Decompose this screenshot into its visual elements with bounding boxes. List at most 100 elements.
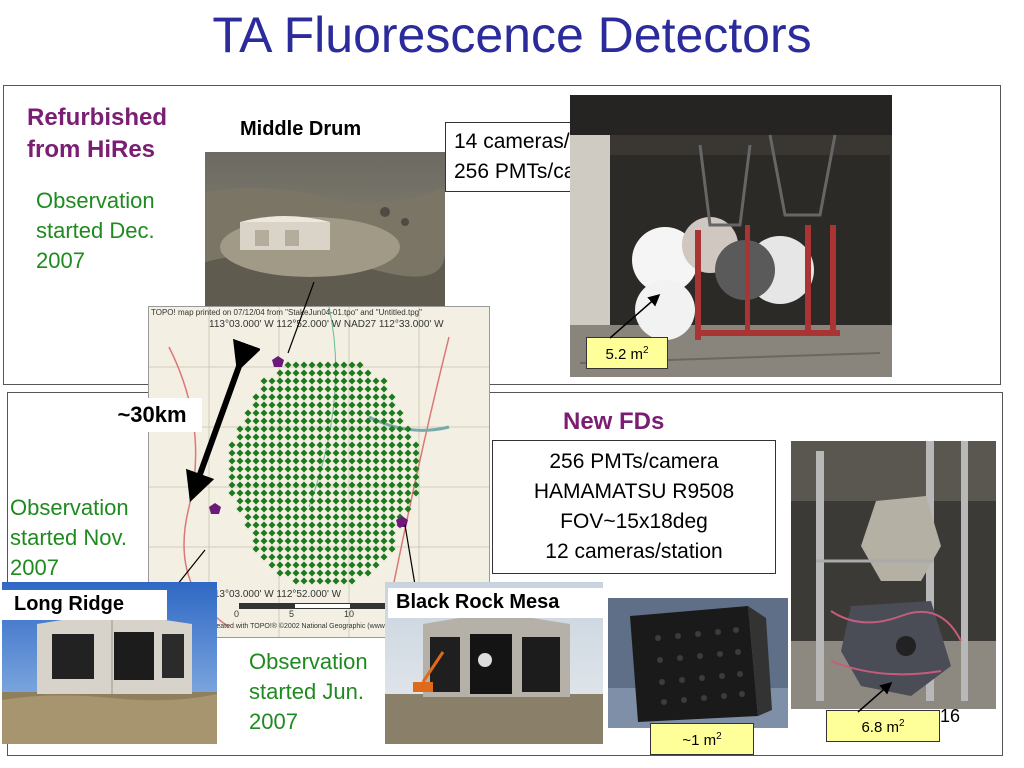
surface-detector <box>364 521 372 529</box>
surface-detector <box>364 545 372 553</box>
camera-area-value: ~1 m <box>682 732 717 749</box>
surface-detector <box>356 513 364 521</box>
surface-detector <box>316 569 324 577</box>
surface-detector <box>364 569 372 577</box>
surface-detector <box>388 489 396 497</box>
top-mirror-area-label: 5.2 m2 <box>586 337 668 369</box>
surface-detector <box>324 497 332 505</box>
surface-detector <box>300 393 308 401</box>
surface-detector <box>372 529 380 537</box>
surface-detector <box>308 449 316 457</box>
surface-detector <box>348 553 356 561</box>
surface-detector <box>308 545 316 553</box>
surface-detector <box>252 521 260 529</box>
surface-detector <box>276 425 284 433</box>
surface-detector <box>316 361 324 369</box>
surface-detector <box>372 457 380 465</box>
surface-detector <box>404 441 412 449</box>
surface-detector <box>380 497 388 505</box>
surface-detector <box>332 457 340 465</box>
surface-detector <box>268 553 276 561</box>
surface-detector <box>348 409 356 417</box>
surface-detector <box>332 481 340 489</box>
surface-detector <box>284 513 292 521</box>
surface-detector <box>348 489 356 497</box>
surface-detector <box>268 513 276 521</box>
surface-detector <box>372 393 380 401</box>
surface-detector <box>380 425 388 433</box>
surface-detector <box>308 473 316 481</box>
surface-detector <box>308 457 316 465</box>
surface-detector <box>404 425 412 433</box>
surface-detector <box>332 537 340 545</box>
surface-detector <box>348 369 356 377</box>
surface-detector <box>380 553 388 561</box>
surface-detector <box>348 529 356 537</box>
surface-detector <box>276 409 284 417</box>
surface-detector <box>348 569 356 577</box>
surface-detector <box>388 505 396 513</box>
surface-detector <box>356 521 364 529</box>
surface-detector <box>356 433 364 441</box>
surface-detector <box>348 385 356 393</box>
surface-detector <box>260 385 268 393</box>
surface-detector <box>260 465 268 473</box>
surface-detector <box>372 537 380 545</box>
surface-detector <box>324 433 332 441</box>
top-mirror-pointer-arrow <box>609 294 661 339</box>
surface-detector <box>356 385 364 393</box>
surface-detector <box>308 409 316 417</box>
surface-detector <box>276 545 284 553</box>
surface-detector <box>404 465 412 473</box>
surface-detector <box>396 505 404 513</box>
surface-detector <box>300 553 308 561</box>
surface-detector <box>260 401 268 409</box>
surface-detector <box>372 441 380 449</box>
surface-detector <box>300 425 308 433</box>
surface-detector <box>284 473 292 481</box>
surface-detector <box>284 457 292 465</box>
surface-detector <box>300 401 308 409</box>
surface-detector <box>284 417 292 425</box>
surface-detector <box>340 457 348 465</box>
surface-detector <box>364 441 372 449</box>
surface-detector <box>316 433 324 441</box>
surface-detector <box>332 425 340 433</box>
surface-detector <box>292 577 300 585</box>
surface-detector <box>268 481 276 489</box>
surface-detector <box>332 521 340 529</box>
surface-detector <box>284 377 292 385</box>
surface-detector <box>300 369 308 377</box>
surface-detector <box>316 529 324 537</box>
surface-detector <box>372 409 380 417</box>
surface-detector <box>380 449 388 457</box>
surface-detector <box>348 401 356 409</box>
surface-detector <box>412 465 420 473</box>
surface-detector <box>388 537 396 545</box>
surface-detector <box>268 545 276 553</box>
surface-detector <box>380 417 388 425</box>
surface-detector <box>356 457 364 465</box>
surface-detector <box>292 385 300 393</box>
surface-detector <box>332 449 340 457</box>
surface-detector <box>276 401 284 409</box>
surface-detector <box>284 425 292 433</box>
surface-detector <box>364 561 372 569</box>
surface-detector <box>236 505 244 513</box>
surface-detector <box>348 417 356 425</box>
surface-detector <box>284 401 292 409</box>
black-rock-label-box: Black Rock Mesa <box>388 588 603 618</box>
surface-detector <box>340 369 348 377</box>
surface-detector <box>348 537 356 545</box>
surface-detector <box>252 513 260 521</box>
surface-detector <box>372 465 380 473</box>
surface-detector <box>292 433 300 441</box>
surface-detector <box>324 449 332 457</box>
surface-detector <box>300 513 308 521</box>
surface-detector <box>308 425 316 433</box>
surface-detector <box>260 393 268 401</box>
surface-detector <box>396 457 404 465</box>
surface-detector <box>356 361 364 369</box>
surface-detector <box>324 409 332 417</box>
surface-detector <box>380 545 388 553</box>
